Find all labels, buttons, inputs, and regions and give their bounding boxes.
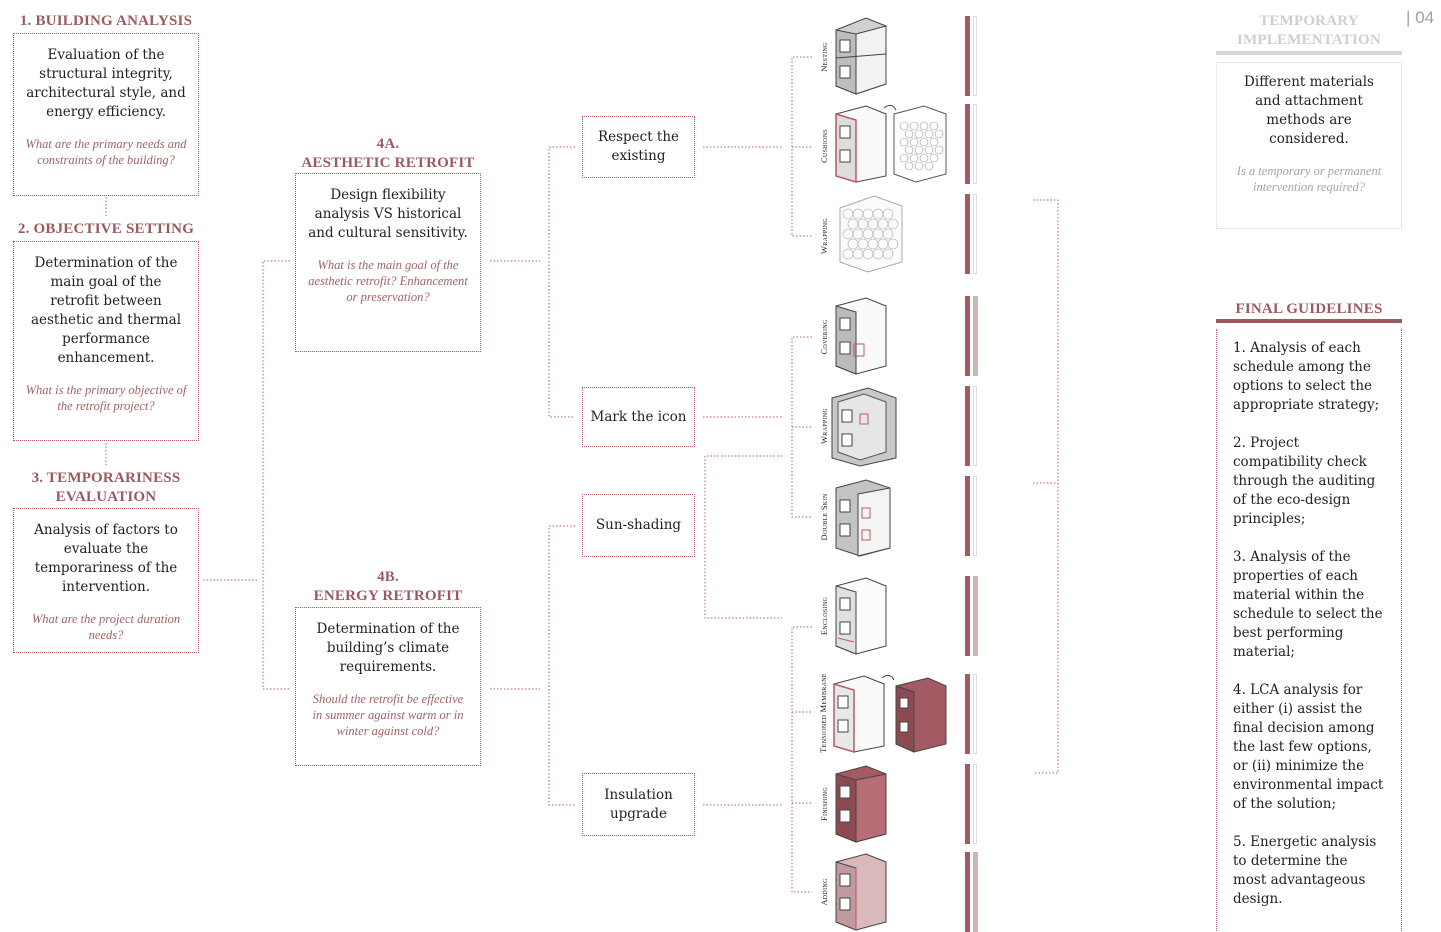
schedule-bar-double-skin-secondary — [973, 476, 977, 556]
temporariness-question: What are the project duration needs? — [31, 612, 181, 642]
building-wrapping-glass-illustration — [831, 387, 897, 467]
energy-retrofit-text: Determination of the building’s climate … — [316, 621, 460, 675]
strategy-label-nesting: Nesting — [819, 42, 829, 72]
strategy-label-wrapping-1: Wrapping — [819, 217, 829, 255]
option-sun-shading: Sun-shading — [582, 494, 695, 557]
schedule-bar-tensioned-membrane-secondary — [973, 674, 977, 754]
building-analysis-text: Evaluation of the structural integrity, … — [26, 47, 186, 120]
building-finishing-illustration — [835, 765, 887, 843]
objective-setting-text: Determination of the main goal of the re… — [30, 255, 182, 366]
energy-retrofit-title: 4B. ENERGY RETROFIT — [290, 568, 486, 606]
aesthetic-retrofit-label: AESTHETIC RETROFIT — [301, 155, 475, 171]
building-analysis-box: Evaluation of the structural integrity, … — [13, 33, 199, 196]
option-respect-label: Respect the existing — [597, 129, 680, 164]
final-guidelines-box: 1. Analysis of each schedule among the o… — [1216, 329, 1402, 932]
schedule-bar-wrapping-2-secondary — [973, 386, 977, 466]
schedule-bar-cushions-secondary — [973, 104, 977, 184]
strategy-label-covering: Covering — [819, 319, 829, 355]
schedule-bar-nesting — [965, 16, 970, 96]
building-nesting-illustration — [835, 17, 887, 95]
schedule-bar-covering — [965, 296, 970, 376]
guideline-item: 5. Energetic analysis to determine the m… — [1233, 834, 1377, 907]
temporary-implementation-title: TEMPORARY IMPLEMENTATION — [1237, 13, 1381, 48]
temporary-question: Is a temporary or permanent intervention… — [1236, 164, 1382, 194]
strategy-label-double-skin: Double Skin — [819, 493, 829, 541]
schedule-bar-adding — [965, 852, 970, 932]
guideline-item: 4. LCA analysis for either (i) assist th… — [1233, 682, 1384, 812]
option-respect-existing: Respect the existing — [582, 116, 695, 178]
final-guidelines-divider — [1216, 319, 1402, 323]
schedule-bar-wrapping-2 — [965, 386, 970, 466]
building-tensioned-membrane-illustration — [833, 674, 947, 754]
option-mark-icon: Mark the icon — [582, 387, 695, 447]
schedule-bar-nesting-secondary — [973, 16, 977, 96]
building-double-skin-illustration — [835, 479, 891, 557]
schedule-bar-double-skin — [965, 476, 970, 556]
building-enclosing-illustration — [835, 577, 887, 655]
guideline-item: 2. Project compatibility check through t… — [1233, 435, 1376, 527]
option-sunshading-label: Sun-shading — [595, 517, 682, 533]
schedule-bar-wrapping-1 — [965, 194, 970, 274]
aesthetic-retrofit-number: 4A. — [376, 136, 400, 152]
option-insulation-upgrade: Insulation upgrade — [582, 773, 695, 836]
strategy-label-adding: Adding — [819, 878, 829, 906]
objective-setting-title: 2. OBJECTIVE SETTING — [17, 221, 195, 237]
schedule-bar-finishing — [965, 764, 970, 844]
aesthetic-retrofit-title: 4A. AESTHETIC RETROFIT — [290, 135, 486, 173]
building-covering-illustration — [835, 297, 887, 375]
schedule-bar-finishing-secondary — [973, 764, 977, 844]
temporary-divider — [1216, 51, 1402, 55]
schedule-bar-cushions — [965, 104, 970, 184]
option-insulation-label: Insulation upgrade — [604, 786, 673, 822]
aesthetic-retrofit-box: Design flexibility analysis VS historica… — [295, 173, 481, 352]
strategy-label-enclosing: Enclosing — [819, 596, 829, 636]
strategy-label-finishing: Finishing — [819, 786, 829, 822]
schedule-bar-enclosing-secondary — [973, 576, 978, 656]
temporariness-box: Analysis of factors to evaluate the temp… — [13, 508, 199, 653]
temporary-text: Different materials and attachment metho… — [1244, 74, 1374, 147]
schedule-bar-adding-secondary — [973, 852, 978, 932]
schedule-bar-tensioned-membrane — [965, 674, 970, 754]
temporary-implementation-box: Different materials and attachment metho… — [1216, 62, 1402, 229]
energy-retrofit-box: Determination of the building’s climate … — [295, 607, 481, 766]
page-number: | 04 — [1406, 8, 1435, 27]
schedule-bar-enclosing — [965, 576, 970, 656]
building-analysis-question: What are the primary needs and constrain… — [25, 137, 187, 167]
aesthetic-retrofit-question: What is the main goal of the aesthetic r… — [308, 258, 468, 304]
guideline-item: 1. Analysis of each schedule among the o… — [1233, 340, 1380, 413]
temporariness-text: Analysis of factors to evaluate the temp… — [34, 522, 178, 595]
energy-retrofit-question: Should the retrofit be effective in summ… — [312, 692, 464, 738]
guideline-item: 3. Analysis of the properties of each ma… — [1233, 549, 1383, 660]
objective-setting-box: Determination of the main goal of the re… — [13, 241, 199, 441]
energy-retrofit-label: ENERGY RETROFIT — [313, 588, 463, 604]
objective-setting-question: What is the primary objective of the ret… — [25, 383, 187, 413]
aesthetic-retrofit-text: Design flexibility analysis VS historica… — [308, 187, 468, 241]
strategy-label-cushions: Cushions — [819, 128, 829, 164]
schedule-bar-wrapping-1-secondary — [973, 194, 977, 274]
building-adding-illustration — [835, 853, 887, 931]
energy-retrofit-number: 4B. — [377, 569, 399, 585]
schedule-bar-covering-secondary — [973, 296, 978, 376]
temporariness-title: 3. TEMPORARINESS EVALUATION — [31, 470, 181, 505]
building-analysis-title: 1. BUILDING ANALYSIS — [19, 13, 193, 29]
building-wrapping-illustration — [839, 195, 903, 273]
building-cushions-illustration — [835, 104, 947, 184]
final-guidelines-title: FINAL GUIDELINES — [1235, 301, 1383, 317]
option-mark-label: Mark the icon — [590, 408, 687, 425]
